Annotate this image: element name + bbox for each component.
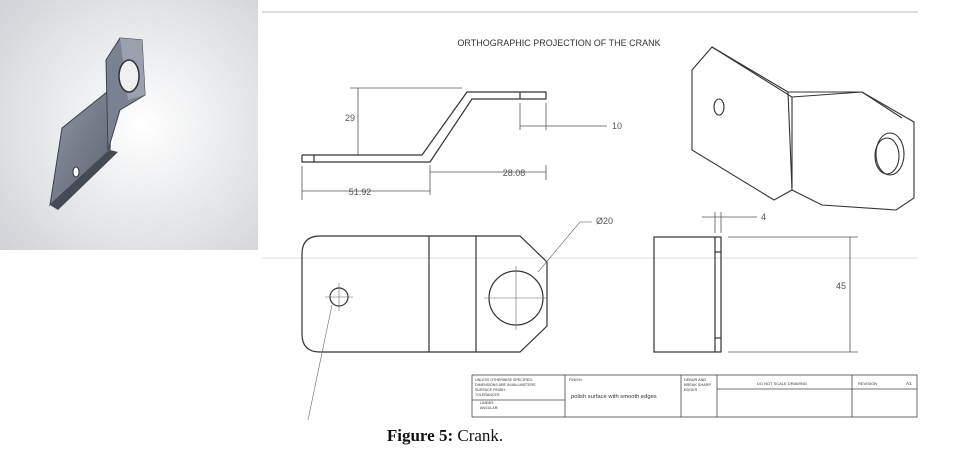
drawing-title: ORTHOGRAPHIC PROJECTION OF THE CRANK <box>457 38 660 48</box>
deburr-note: DEBUR AND BREAK SHARP EDGES <box>684 378 711 392</box>
svg-text:LINEAR:: LINEAR: <box>480 401 494 405</box>
dim-height-29: 29 <box>345 113 355 123</box>
svg-text:SURFACE FINISH:: SURFACE FINISH: <box>475 388 506 392</box>
dim-length-51-92: 51.92 <box>349 187 372 197</box>
general-notes: UNLESS OTHERWISE SPECIFIED: DIMENSIONS A… <box>475 378 536 410</box>
do-not-scale: DO NOT SCALE DRAWING <box>757 381 807 386</box>
dim-thickness-10: 10 <box>612 121 622 131</box>
figure-caption: Figure 5: Crank. <box>0 426 890 446</box>
svg-text:DIMENSIONS ARE IN MILLIMETERS: DIMENSIONS ARE IN MILLIMETERS <box>475 383 536 387</box>
figure-label: Figure 5: <box>386 426 454 445</box>
svg-text:UNLESS OTHERWISE SPECIFIED:: UNLESS OTHERWISE SPECIFIED: <box>475 378 533 382</box>
finish-value: polish surface with smooth edges <box>571 394 657 400</box>
crank-3d-render <box>0 0 258 250</box>
svg-text:TOLERANCES:: TOLERANCES: <box>475 393 500 397</box>
orthographic-drawing: ORTHOGRAPHIC PROJECTION OF THE CRANK 29 … <box>262 0 960 425</box>
svg-text:DEBUR AND: DEBUR AND <box>684 378 706 382</box>
dim-offset-28-08: 28.08 <box>503 168 526 178</box>
dim-plate-thickness-4: 4 <box>761 212 766 222</box>
title-block <box>471 374 918 418</box>
finish-label: FINISH: <box>569 378 583 382</box>
svg-text:ANGULAR:: ANGULAR: <box>480 406 498 410</box>
revision-label: REVISION <box>858 381 877 386</box>
side-view <box>653 236 722 353</box>
isometric-view <box>691 46 915 211</box>
dim-width-45: 45 <box>836 281 846 291</box>
svg-text:EDGES: EDGES <box>684 388 698 392</box>
front-view <box>301 91 547 163</box>
figure-text: Crank. <box>453 426 504 445</box>
svg-text:BREAK SHARP: BREAK SHARP <box>684 383 711 387</box>
dim-hole-diameter: Ø20 <box>596 216 613 226</box>
sheet-size: A1 <box>906 381 912 386</box>
